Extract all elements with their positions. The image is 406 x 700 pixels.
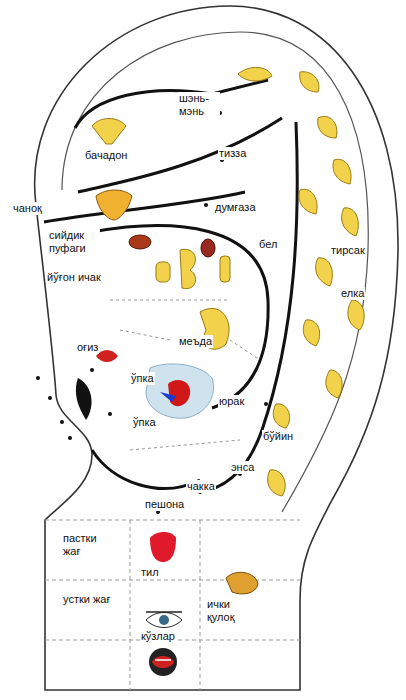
ear-drawing-part (150, 532, 176, 562)
part-label: шэнь- мэнь (178, 92, 220, 118)
ear-drawing-part (316, 258, 333, 286)
part-label: устки жағ (62, 593, 114, 606)
ear-drawing-part (160, 392, 176, 402)
ear-drawing-part (36, 111, 268, 514)
part-label: чакка (186, 480, 216, 493)
ear-drawing-part (238, 67, 364, 496)
part-label: оғиз (76, 341, 99, 354)
part-label: меъда (178, 335, 213, 348)
ear-drawing-part (90, 368, 94, 372)
part-label: сийдик пуфаги (48, 229, 100, 255)
ear-drawing-part (45, 520, 300, 690)
ear-drawing-part (318, 116, 337, 138)
ear-drawing-part (68, 436, 72, 440)
ear-drawing-part (110, 300, 260, 450)
ear-drawing-part (76, 378, 92, 420)
ear-drawing-part (264, 402, 268, 406)
ear-drawing-part (159, 615, 169, 625)
ear-drawing-part (92, 450, 200, 488)
ear-drawing-part (238, 67, 272, 81)
part-label: пастки жағ (62, 532, 114, 558)
part-label: тирсак (330, 244, 366, 257)
ear-drawing-part (180, 249, 196, 288)
part-label: елка (340, 287, 365, 300)
part-label: тил (140, 566, 160, 579)
part-label: ички қулоқ (206, 598, 258, 624)
ear-drawing-part (146, 611, 182, 613)
ear-drawing-part (35, 6, 398, 690)
ear-drawing-part (268, 470, 286, 496)
part-label: юрак (218, 395, 245, 408)
ear-drawing-part (220, 256, 230, 282)
ear-drawing-part (156, 249, 230, 349)
ear-drawing-part (326, 370, 342, 398)
ear-drawing-part (62, 32, 368, 512)
ear-drawing-part (92, 119, 126, 145)
part-label: ўпка (132, 416, 157, 429)
part-label: энса (230, 461, 255, 474)
ear-drawing-part (155, 659, 171, 661)
ear-drawing-part (300, 72, 319, 92)
ear-drawing-part (348, 300, 364, 330)
ear-drawing-part (204, 203, 208, 207)
ear-drawing-part (333, 159, 351, 184)
ear-drawing-part (78, 118, 282, 192)
ear-drawing-part (92, 226, 268, 408)
part-label: бўйин (262, 430, 294, 443)
ear-drawing-part (342, 208, 359, 236)
ear-drawing-part (36, 376, 40, 380)
ear-drawing-part (60, 420, 64, 424)
part-label: бел (258, 238, 278, 251)
ear-drawing-part (200, 122, 297, 492)
part-label: чаноқ (12, 202, 43, 215)
ear-drawing-part (146, 364, 214, 418)
ear-drawing-part (149, 648, 177, 676)
ear-drawing-part (146, 613, 182, 628)
ear-drawing-part (299, 189, 317, 214)
ear-drawing-part (96, 190, 132, 220)
ear-drawing-part (156, 262, 170, 282)
part-label: йўғон ичак (46, 271, 102, 284)
ear-drawing-part (168, 380, 190, 406)
ear-drawing-part (48, 396, 52, 400)
part-label: бачадон (84, 149, 128, 162)
ear-drawing-part (152, 656, 174, 668)
part-label: думғаза (214, 201, 257, 214)
ear-drawing-part (226, 572, 258, 594)
part-label: тизза (218, 147, 247, 160)
ear-drawing-part (273, 404, 289, 428)
ear-drawing-part (201, 239, 215, 257)
part-label: ўпка (130, 372, 155, 385)
ear-drawing-part (129, 235, 151, 249)
ear-drawing-part (303, 320, 319, 346)
ear-drawing-part (108, 412, 112, 416)
part-label: пешона (144, 498, 185, 511)
part-label: кўзлар (140, 630, 176, 643)
